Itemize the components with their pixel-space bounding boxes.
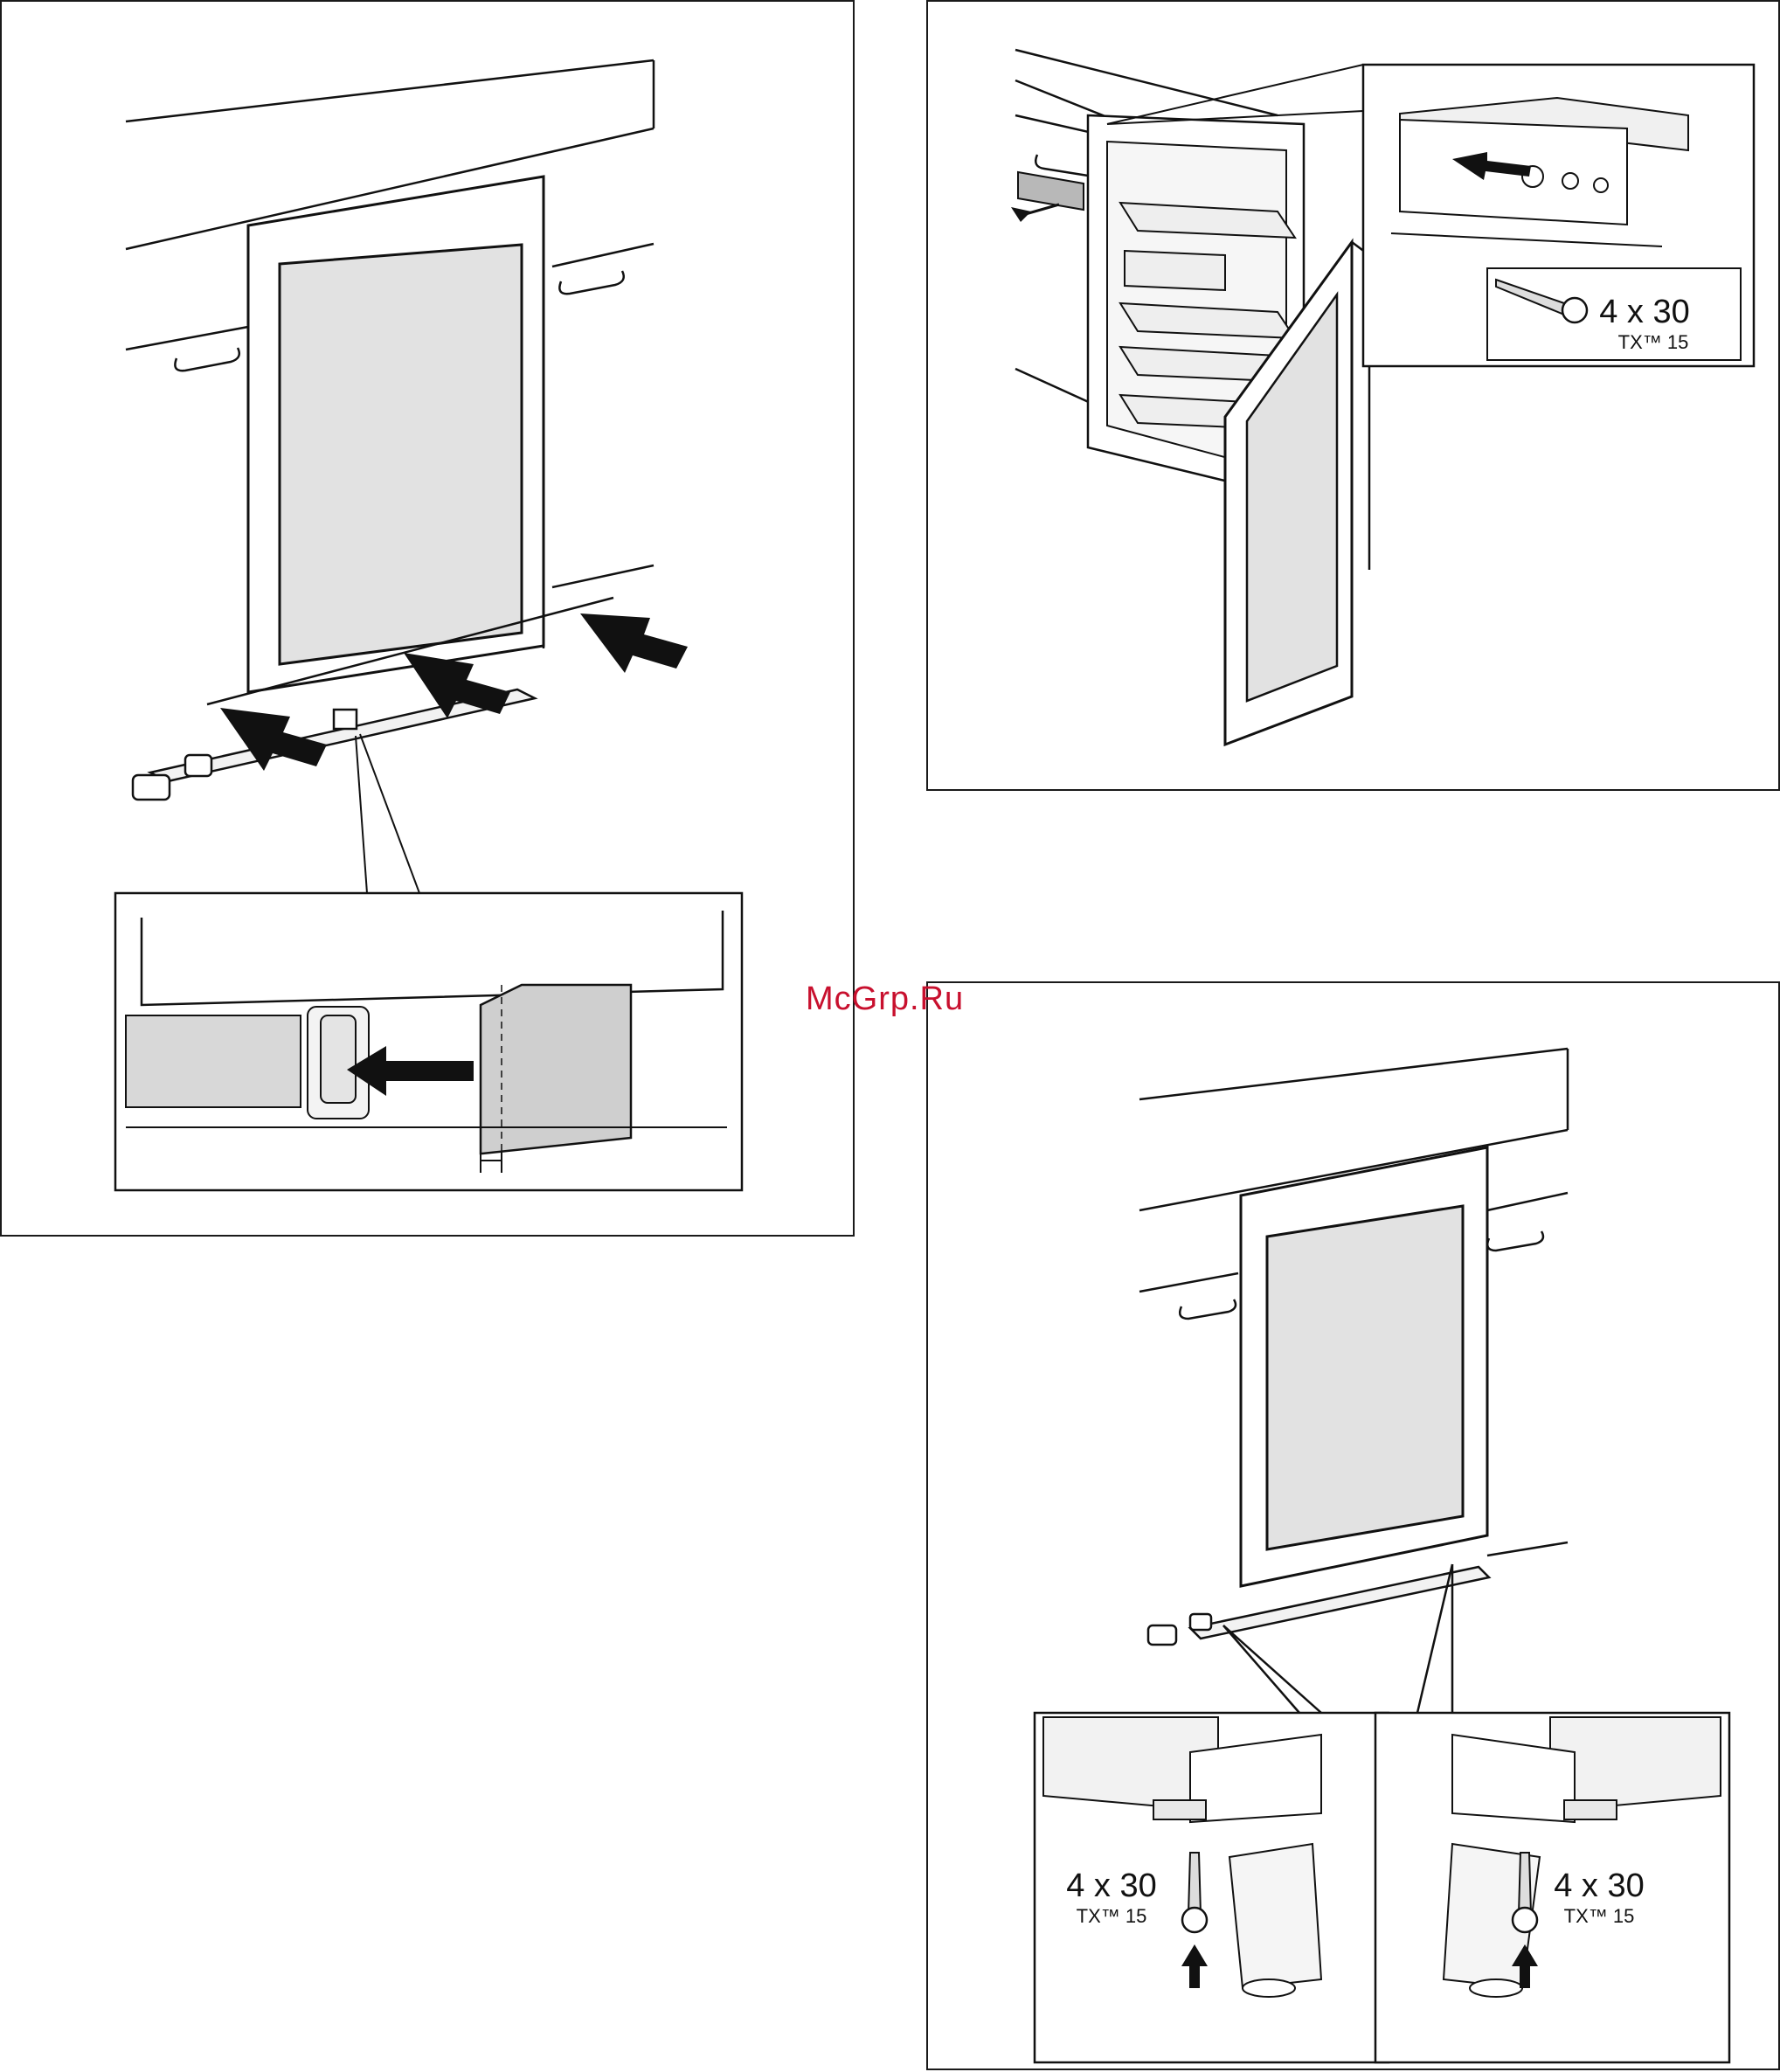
detail-spacer-inset: [115, 893, 742, 1190]
detail-screw-inset: 4 x 30 TX™ 15: [1363, 65, 1754, 366]
right-screw-drive-label: TX™ 15: [1564, 1905, 1635, 1927]
right-screw-quantity-label: 4 x 30: [1554, 1868, 1645, 1904]
illustration-push-into-niche: [2, 2, 856, 1238]
trim-strip: [1011, 172, 1084, 222]
screw-drive-label: TX™ 15: [1618, 331, 1689, 353]
arrow-icon: [580, 613, 688, 673]
watermark: McGrp.Ru: [806, 981, 964, 1018]
detail-left-screw-inset: 4 x 30 TX™ 15: [1035, 1713, 1389, 2062]
screw-quantity-label: 4 x 30: [1599, 294, 1690, 330]
panel-push-into-niche: [0, 0, 855, 1237]
left-screw-drive-label: TX™ 15: [1077, 1905, 1147, 1927]
illustration-bottom-fixing: 4 x 30 TX™ 15 4 x 30 TX™ 15: [928, 983, 1780, 2072]
left-screw-quantity-label: 4 x 30: [1066, 1868, 1157, 1904]
appliance-door: [248, 177, 544, 692]
panel-top-fixing: 4 x 30 TX™ 15: [926, 0, 1780, 791]
panel-bottom-fixing: 4 x 30 TX™ 15 4 x 30 TX™ 15: [926, 981, 1780, 2070]
detail-right-screw-inset: 4 x 30 TX™ 15: [1375, 1713, 1729, 2062]
appliance-door: [1241, 1147, 1487, 1586]
illustration-top-fixing: 4 x 30 TX™ 15: [928, 2, 1780, 793]
